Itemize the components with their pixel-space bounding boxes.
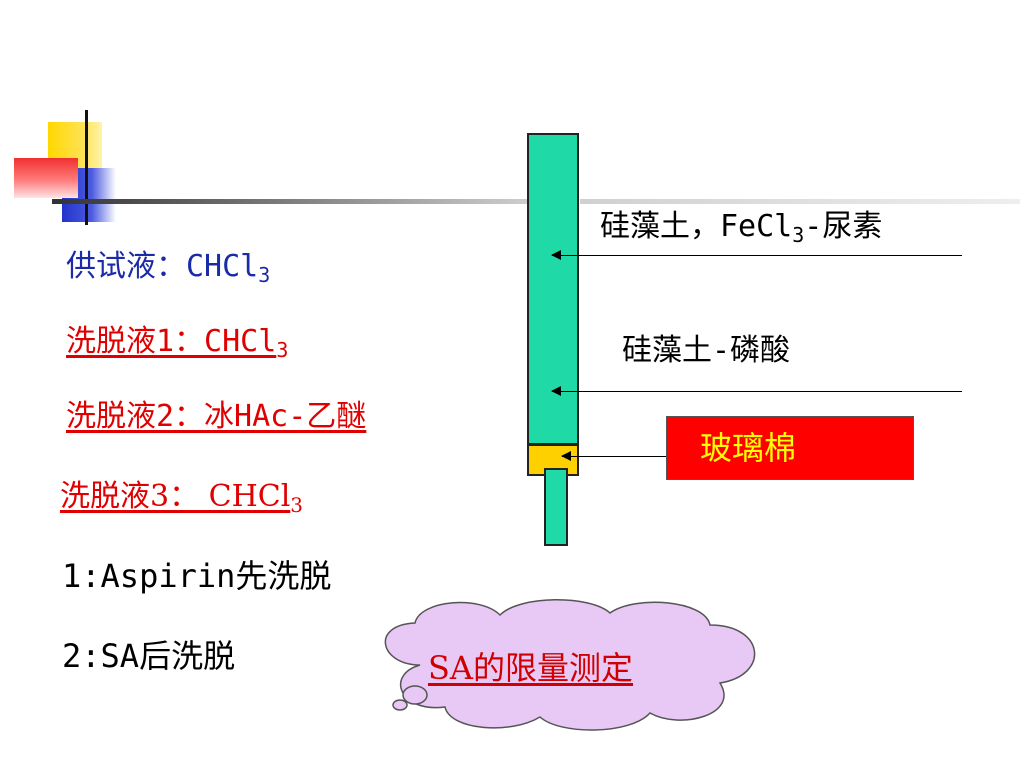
column-outlet-tip	[544, 468, 568, 546]
decor-red-bar	[14, 158, 78, 198]
elution-order-1: 1:Aspirin先洗脱	[62, 557, 332, 595]
decor-horizontal-line-right	[580, 199, 1020, 204]
chromatography-column	[527, 133, 579, 445]
arrow-bottom-pointer	[561, 451, 666, 461]
decor-vertical-line	[85, 110, 88, 225]
sa-limit-test-title: SA的限量测定	[428, 649, 634, 687]
eluent-1-line: 洗脱液1：CHCl3	[66, 324, 289, 362]
eluent-3-line: 洗脱液3： CHCl3	[60, 479, 304, 517]
label-diatomite-phosphoric: 硅藻土-磷酸	[622, 333, 791, 368]
arrow-top-pointer	[551, 250, 962, 260]
sample-solution-line: 供试液：CHCl3	[66, 249, 271, 287]
label-diatomite-fecl3-urea: 硅藻土，FeCl3-尿素	[600, 209, 883, 247]
arrow-middle-pointer	[551, 386, 962, 396]
decor-horizontal-line	[52, 199, 532, 204]
label-glass-wool-text: 玻璃棉	[700, 429, 797, 467]
eluent-2-line: 洗脱液2：冰HAc-乙醚	[66, 399, 367, 434]
cloud-callout-shape	[384, 599, 756, 731]
label-glass-wool-box	[666, 416, 914, 480]
elution-order-2: 2:SA后洗脱	[62, 637, 236, 675]
